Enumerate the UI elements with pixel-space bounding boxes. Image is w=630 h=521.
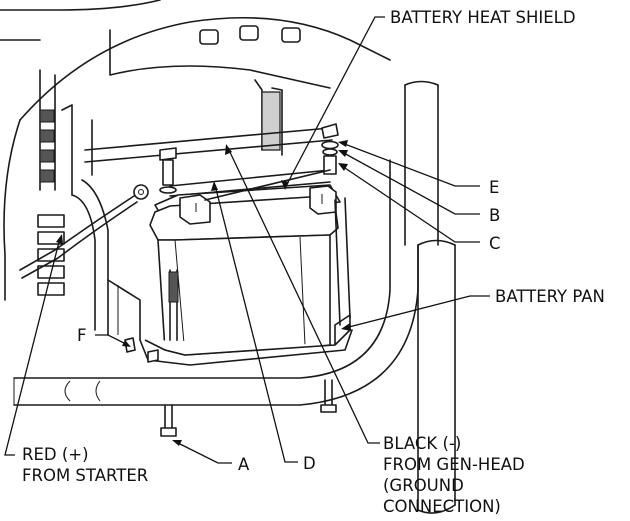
- battery-pan: [139, 197, 353, 366]
- leader-battery-heat-shield: [284, 16, 385, 189]
- leader-battery-pan: [344, 295, 490, 329]
- detail-view: [3, 16, 391, 341]
- label-d: D: [303, 454, 316, 473]
- cables: [19, 169, 331, 363]
- leader-f: [95, 334, 129, 346]
- label-e: E: [489, 178, 499, 197]
- callout-labels: BATTERY HEAT SHIELD E B C BATTERY PAN F …: [22, 8, 605, 516]
- label-battery-pan: BATTERY PAN: [495, 287, 605, 306]
- leader-lines: [4, 16, 490, 464]
- label-b: B: [489, 206, 500, 225]
- label-black-line2: FROM GEN-HEAD: [383, 455, 525, 474]
- battery: [149, 185, 339, 356]
- label-black-line1: BLACK (-): [383, 434, 461, 453]
- leader-e: [341, 142, 480, 187]
- label-red-line1: RED (+): [22, 445, 89, 464]
- leader-a: [177, 442, 232, 464]
- label-c: C: [489, 234, 501, 253]
- label-battery-heat-shield: BATTERY HEAT SHIELD: [390, 8, 576, 27]
- label-black-line4: CONNECTION): [383, 497, 501, 516]
- leader-b: [341, 151, 480, 215]
- leader-d: [214, 184, 298, 463]
- cable-hardware: [159, 123, 339, 194]
- label-red-line2: FROM STARTER: [22, 466, 148, 485]
- label-f: F: [77, 326, 87, 345]
- generator-frame: [0, 0, 456, 514]
- label-a: A: [238, 455, 250, 474]
- leader-red: [4, 237, 61, 456]
- leader-black: [227, 147, 380, 444]
- label-black-line3: (GROUND: [383, 476, 464, 495]
- leader-c: [341, 165, 480, 243]
